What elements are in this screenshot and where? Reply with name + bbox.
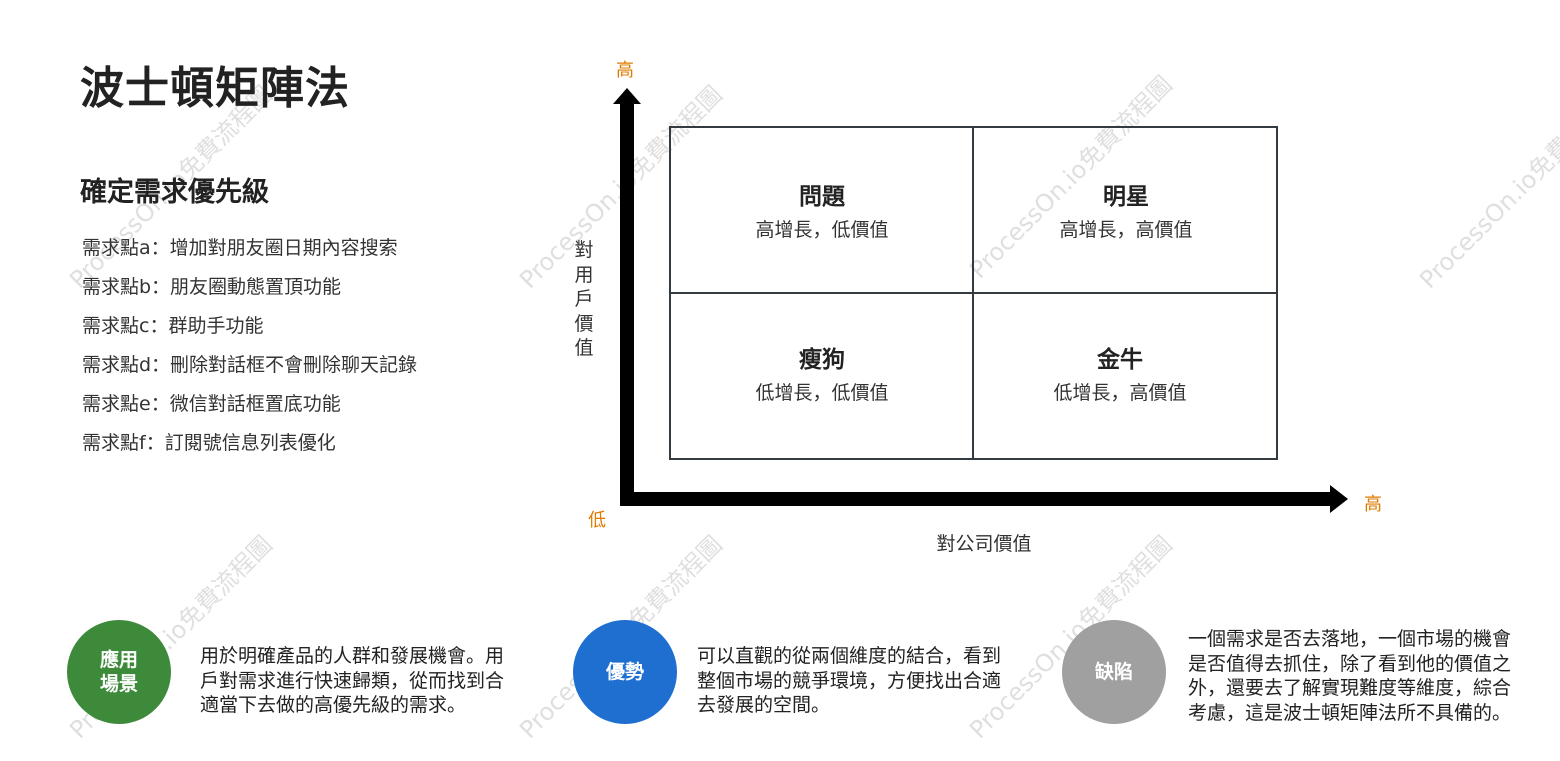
quadrant-desc: 低增長，低價值 [755, 382, 889, 404]
y-axis-title-char: 值 [574, 337, 594, 359]
list-item: 需求點e：微信對話框置底功能 [82, 393, 341, 415]
y-axis-title: 對 用 戶 價 值 [573, 238, 595, 361]
page-title: 波士頓矩陣法 [80, 63, 350, 114]
drawback-description: 一個需求是否去落地，一個市場的機會是否值得去抓住，除了看到他的價值之外，還要去了… [1188, 628, 1512, 724]
x-axis-title: 對公司價值 [936, 533, 1032, 555]
advantage-badge: 優勢 [573, 620, 677, 724]
quadrant-dog: 瘦狗 低增長，低價值 [672, 345, 972, 407]
watermark: ProcessOn.io免費流程圖 [1414, 80, 1560, 295]
list-item: 需求點f：訂閱號信息列表優化 [82, 432, 336, 454]
x-axis-line [620, 492, 1332, 506]
list-item: 需求點c：群助手功能 [82, 315, 264, 337]
y-axis-title-char: 用 [574, 263, 594, 286]
y-axis-line [620, 102, 634, 500]
quadrant-cow: 金牛 低增長，高價值 [970, 345, 1270, 407]
y-axis-title-char: 對 [574, 239, 594, 261]
drawback-badge: 缺陷 [1062, 620, 1166, 724]
y-axis-high-label: 高 [616, 60, 634, 81]
y-axis-title-char: 價 [574, 312, 594, 335]
quadrant-question: 問題 高增長，低價值 [672, 182, 972, 244]
requirements-list: 需求點a：增加對朋友圈日期內容搜索 需求點b：朋友圈動態置頂功能 需求點c：群助… [82, 234, 417, 468]
quadrant-star: 明星 高增長，高價值 [976, 182, 1276, 244]
scenario-description: 用於明確產品的人群和發展機會。用戶對需求進行快速歸類，從而找到合適當下去做的高優… [200, 645, 505, 716]
list-item: 需求點d：刪除對話框不會刪除聊天記錄 [82, 354, 418, 376]
y-axis-title-char: 戶 [574, 288, 594, 310]
quadrant-desc: 高增長，低價值 [755, 219, 889, 241]
badge-label: 優勢 [605, 661, 644, 683]
quadrant-title: 瘦狗 [799, 347, 845, 373]
origin-low-label: 低 [588, 510, 606, 531]
y-axis-arrow [613, 88, 641, 104]
quadrant-title: 金牛 [1097, 347, 1143, 373]
scenario-badge: 應用 場景 [67, 620, 171, 724]
badge-label: 應用 [99, 649, 138, 671]
list-item: 需求點b：朋友圈動態置頂功能 [82, 276, 342, 298]
list-item: 需求點a：增加對朋友圈日期內容搜索 [82, 237, 398, 259]
grid-divider-horizontal [669, 292, 1278, 294]
badge-label: 缺陷 [1094, 661, 1133, 683]
quadrant-desc: 高增長，高價值 [1059, 219, 1193, 241]
quadrant-title: 問題 [799, 184, 845, 210]
quadrant-desc: 低增長，高價值 [1053, 382, 1187, 404]
quadrant-title: 明星 [1103, 184, 1149, 210]
advantage-description: 可以直觀的從兩個維度的結合，看到整個市場的競爭環境，方便找出合適去發展的空間。 [697, 645, 1002, 716]
x-axis-high-label: 高 [1364, 494, 1382, 515]
x-axis-arrow [1330, 485, 1348, 513]
badge-label: 場景 [99, 673, 138, 695]
section-subtitle: 確定需求優先級 [80, 177, 269, 208]
